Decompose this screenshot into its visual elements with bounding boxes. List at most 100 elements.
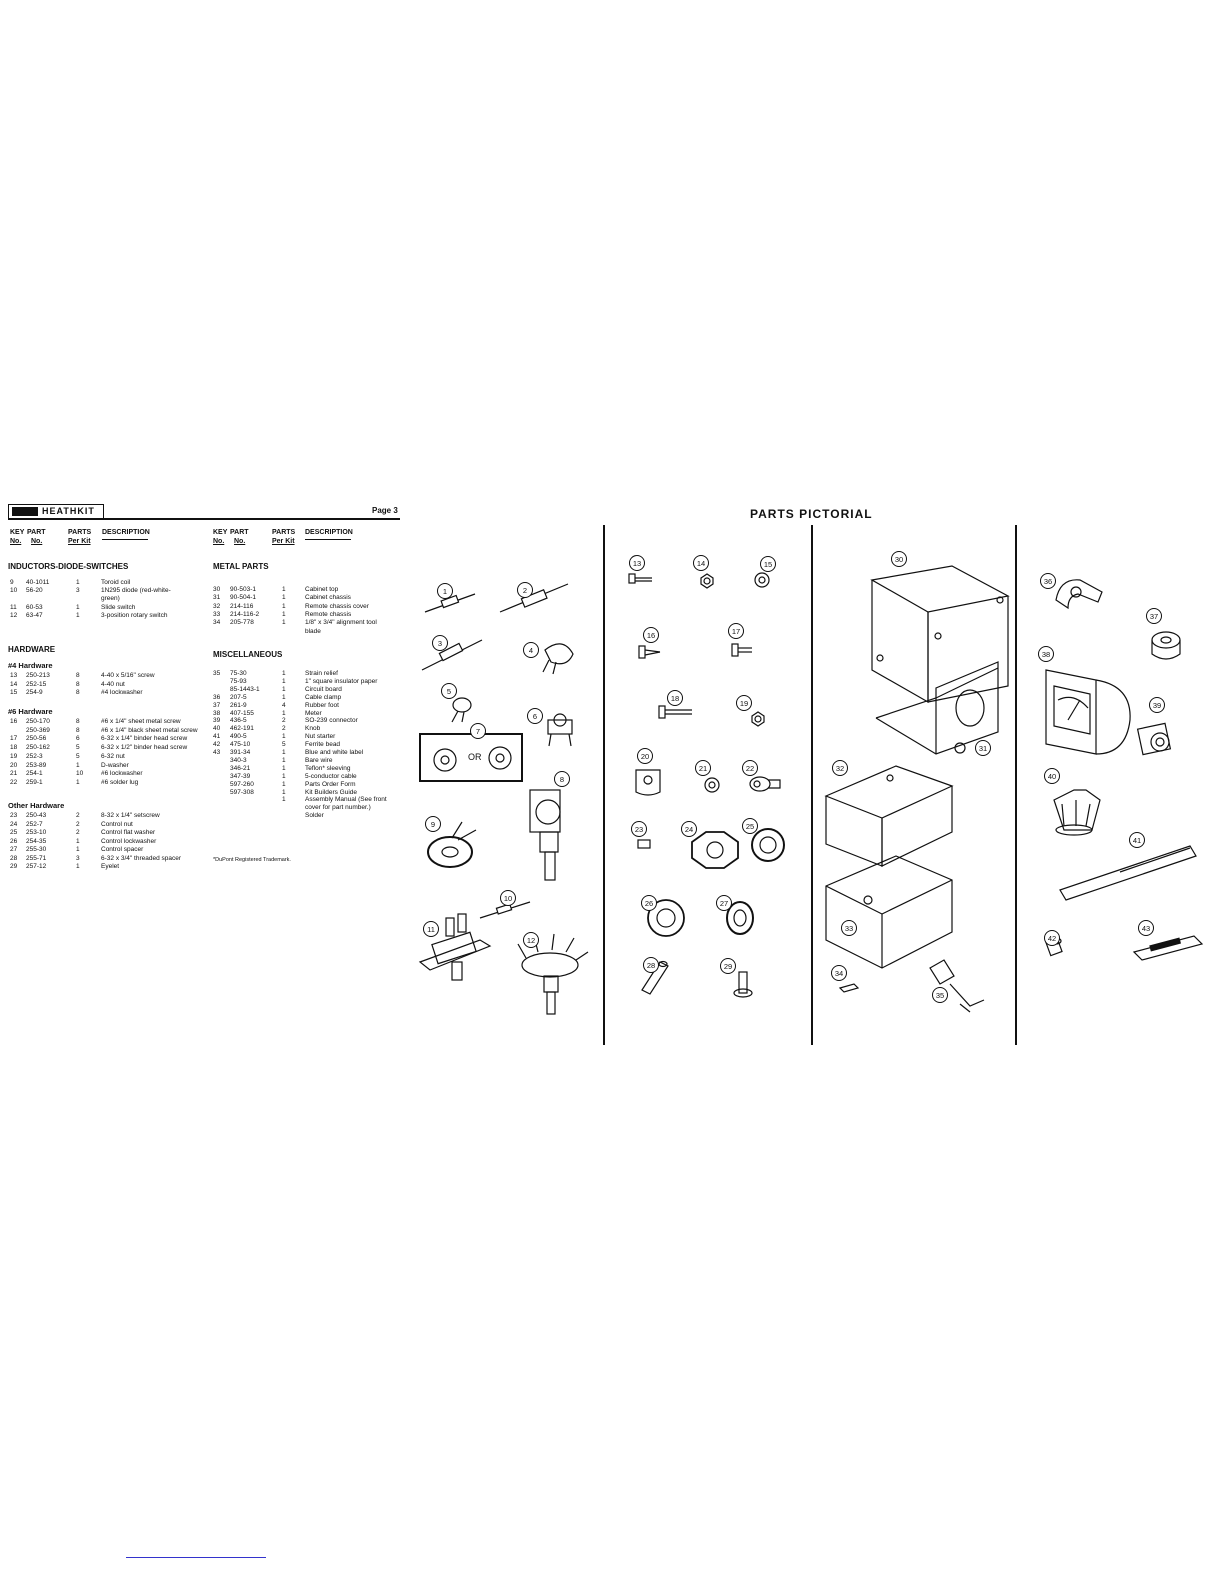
description-cell: Circuit board xyxy=(305,685,342,693)
part-number-cell: 250-369 xyxy=(26,726,50,734)
alignment-tool-icon xyxy=(838,983,860,993)
callout-label: 24 xyxy=(685,825,693,834)
description-cell: Toroid coil xyxy=(101,579,131,586)
callout-2: 2 xyxy=(517,582,533,598)
callout-24: 24 xyxy=(681,821,697,837)
callout-label: 20 xyxy=(641,752,649,761)
callout-8: 8 xyxy=(554,771,570,787)
callout-label: 4 xyxy=(529,646,533,655)
description-cell: Control spacer xyxy=(101,846,144,853)
part-number-cell: 205-778 xyxy=(230,619,254,627)
callout-label: 1 xyxy=(443,587,447,596)
quantity-cell: 1 xyxy=(282,756,286,764)
rubber-foot-icon xyxy=(1151,631,1181,660)
part-number-cell: 60-53 xyxy=(26,603,43,611)
col-description: DESCRIPTION xyxy=(102,529,150,536)
part-number-cell: 252-7 xyxy=(26,820,43,828)
col-key: KEY xyxy=(10,529,25,536)
callout-11: 11 xyxy=(423,921,439,937)
part-number-cell: 250-56 xyxy=(26,735,47,743)
part-number-cell: 475-10 xyxy=(230,741,251,749)
callout-label: 36 xyxy=(1044,577,1052,586)
part-number-cell: 407-155 xyxy=(230,709,254,717)
subsection-title-4-hardware: #4 Hardware xyxy=(8,661,53,670)
callout-31: 31 xyxy=(975,740,991,756)
description-cell: #4 lockwasher xyxy=(101,689,143,696)
quantity-cell: 2 xyxy=(76,812,80,819)
part-number-cell: 250-170 xyxy=(26,718,50,725)
key-cell: 20 xyxy=(10,761,18,769)
description-cell: SO-239 connector xyxy=(305,717,358,725)
col-part: PART xyxy=(27,529,46,536)
key-cell: 35 xyxy=(213,670,221,677)
key-cell: 22 xyxy=(10,778,18,786)
description-cell: 6-32 x 1/2" binder head screw xyxy=(101,744,188,752)
quantity-cell: 5 xyxy=(76,752,80,760)
part-number-cell: 90-503-1 xyxy=(230,586,257,593)
quantity-cell: 1 xyxy=(282,709,286,717)
description-cell: Slide switch xyxy=(101,603,136,611)
quantity-cell: 1 xyxy=(76,761,80,769)
callout-label: 26 xyxy=(645,899,653,908)
part-number-cell: 214-116-2 xyxy=(230,610,260,618)
callout-label: 28 xyxy=(647,961,655,970)
description-cell: 5-conductor cable xyxy=(305,772,357,780)
nut-icon xyxy=(751,711,765,727)
subsection-title-other-hardware: Other Hardware xyxy=(8,801,65,810)
key-cell: 26 xyxy=(10,837,18,845)
part-number-cell: 597-260 xyxy=(230,780,254,788)
description-cell: #6 lockwasher xyxy=(101,770,143,778)
key-cell: 24 xyxy=(10,820,18,828)
col-description-rule xyxy=(305,539,351,540)
column-headers-right: KEY PART No. No. PARTS Per Kit DESCRIPTI… xyxy=(213,529,413,549)
description-cell: Eyelet xyxy=(101,863,120,870)
part-number-cell: 255-30 xyxy=(26,846,47,853)
setscrew-icon xyxy=(637,839,651,849)
part-number-cell: 257-12 xyxy=(26,863,47,870)
quantity-cell: 1 xyxy=(282,586,286,593)
cabinet-top-icon xyxy=(870,565,1010,704)
cable-clamp-icon xyxy=(1055,579,1103,610)
callout-label: 16 xyxy=(647,631,655,640)
quantity-cell: 2 xyxy=(282,725,286,733)
callout-20: 20 xyxy=(637,748,653,764)
part-number-cell: 75-93 xyxy=(230,677,247,685)
callout-23: 23 xyxy=(631,821,647,837)
callout-33: 33 xyxy=(841,920,857,936)
part-number-cell: 90-504-1 xyxy=(230,594,257,602)
key-cell: 13 xyxy=(10,672,18,679)
part-number-cell: 253-10 xyxy=(26,829,47,836)
description-cell: 3-position rotary switch xyxy=(101,611,168,619)
key-cell: 29 xyxy=(10,863,18,870)
quantity-cell: 1 xyxy=(282,749,286,756)
quantity-cell: 1 xyxy=(76,603,80,611)
quantity-cell: 5 xyxy=(282,741,286,749)
callout-label: 8 xyxy=(560,775,564,784)
label-icon xyxy=(1132,935,1204,961)
key-cell: 25 xyxy=(10,829,18,836)
logo-mark-icon xyxy=(12,507,38,516)
description-cell: 4-40 nut xyxy=(101,680,125,688)
remote-chassis-icon xyxy=(825,855,953,969)
callout-29: 29 xyxy=(720,958,736,974)
part-number-cell: 207-5 xyxy=(230,693,247,701)
description-cell: 6-32 x 1/4" binder head screw xyxy=(101,735,188,743)
lockwasher-icon xyxy=(754,572,770,588)
quantity-cell: 3 xyxy=(76,587,80,595)
callout-1: 1 xyxy=(437,583,453,599)
key-cell: 33 xyxy=(213,610,221,618)
part-number-cell: 252-15 xyxy=(26,680,47,688)
